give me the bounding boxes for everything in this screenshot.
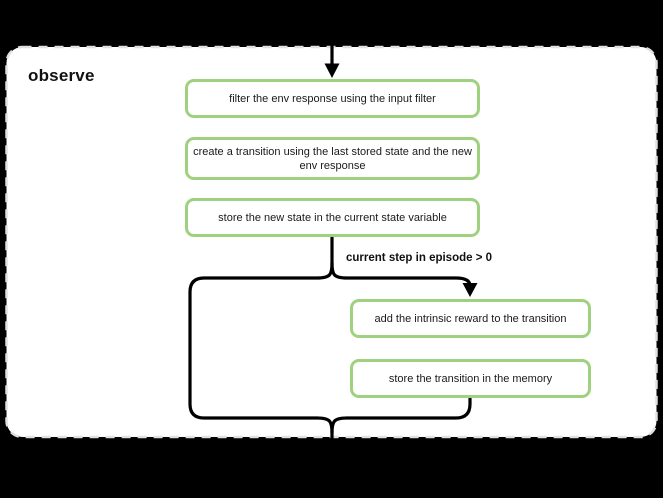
- node-add-intrinsic-reward: add the intrinsic reward to the transiti…: [350, 299, 591, 338]
- node-store-transition: store the transition in the memory: [350, 359, 591, 398]
- condition-label: current step in episode > 0: [346, 252, 493, 264]
- node-label: add the intrinsic reward to the transiti…: [374, 312, 567, 325]
- edge-merge-right: [330, 396, 472, 435]
- diagram-title: observe: [28, 66, 95, 85]
- entry-arrowhead-icon: [324, 63, 340, 78]
- node-label: create a transition using the last store…: [193, 145, 472, 172]
- node-store-new-state: store the new state in the current state…: [185, 198, 480, 237]
- branch-arrowhead-icon: [462, 283, 478, 297]
- node-create-transition: create a transition using the last store…: [185, 137, 480, 180]
- edge-branch-left-loop: [188, 235, 334, 447]
- edge-branch-right: [330, 261, 472, 288]
- node-label: filter the env response using the input …: [229, 92, 436, 105]
- node-label: store the transition in the memory: [388, 372, 553, 385]
- node-label: store the new state in the current state…: [218, 211, 447, 224]
- node-filter-env-response: filter the env response using the input …: [185, 79, 480, 118]
